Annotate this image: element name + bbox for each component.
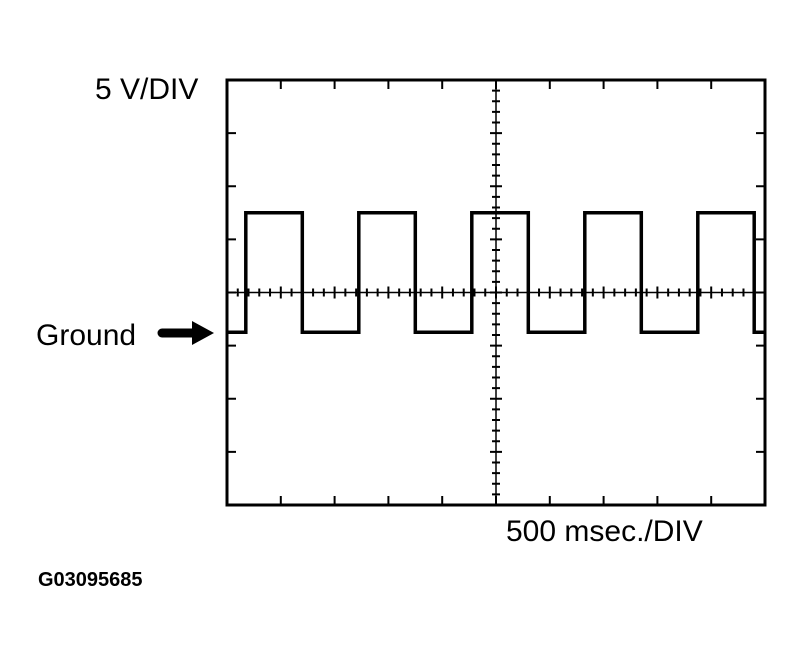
- vertical-scale-label: 5 V/DIV: [95, 73, 198, 106]
- ground-arrow-icon: [157, 321, 214, 345]
- graticule: [227, 80, 765, 505]
- figure-code: G03095685: [38, 569, 143, 591]
- horizontal-scale-label: 500 msec./DIV: [506, 515, 703, 548]
- square-wave-trace: [227, 211, 765, 335]
- ground-label: Ground: [36, 319, 136, 352]
